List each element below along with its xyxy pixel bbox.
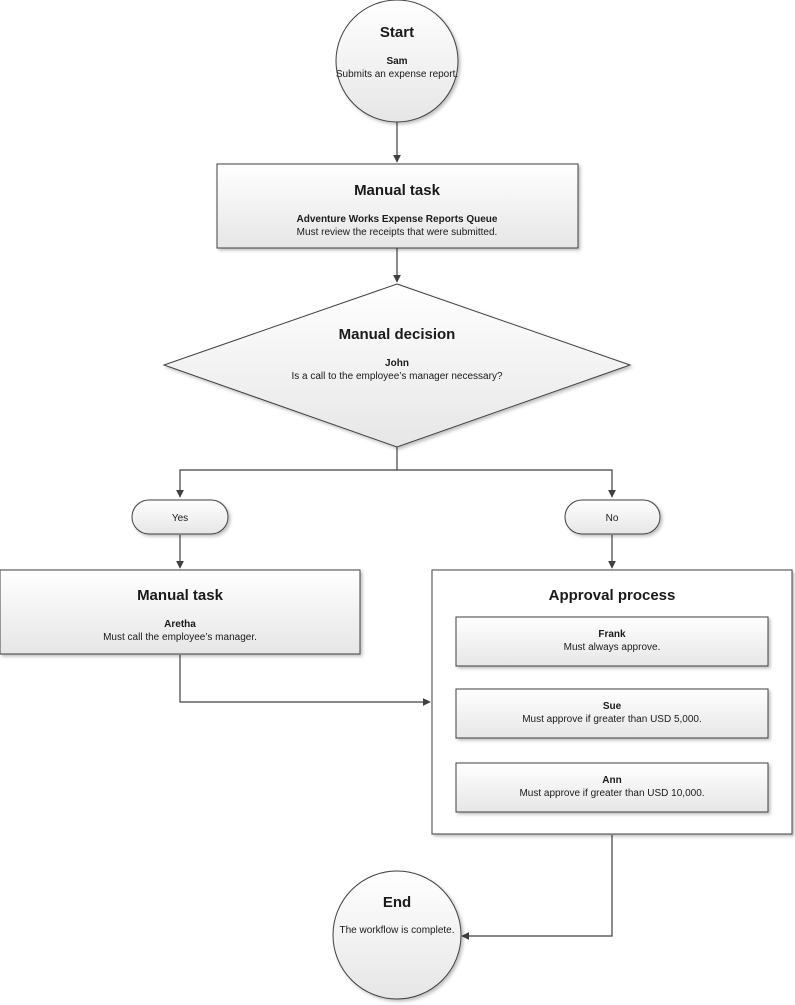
manual-task-call[interactable]: Manual task Aretha Must call the employe… — [0, 569, 361, 655]
approval-step-sue[interactable]: Sue Must approve if greater than USD 5,0… — [455, 688, 769, 739]
start-circle — [335, 0, 459, 123]
approval-process[interactable]: Approval process Frank Must always appro… — [431, 569, 793, 835]
start-title: Start — [380, 24, 414, 41]
approval-step-actor: Ann — [602, 775, 621, 786]
start-node[interactable]: Start Sam Submits an expense report. — [335, 0, 459, 123]
task-actor: Aretha — [164, 619, 196, 630]
start-description: Submits an expense report. — [336, 69, 458, 80]
task-box — [216, 163, 579, 249]
connector-approval-to-end — [461, 835, 613, 940]
task-description: Must call the employee’s manager. — [103, 632, 257, 643]
approval-step-description: Must always approve. — [564, 642, 661, 653]
end-description: The workflow is complete. — [339, 925, 454, 936]
branch-no-pill — [564, 499, 661, 535]
approval-step-ann[interactable]: Ann Must approve if greater than USD 10,… — [455, 762, 769, 813]
connector-decision-split — [176, 447, 398, 498]
decision-actor: John — [385, 358, 409, 369]
end-circle — [332, 870, 462, 1000]
manual-task-review[interactable]: Manual task Adventure Works Expense Repo… — [216, 163, 579, 249]
branch-yes-pill — [131, 499, 229, 535]
connector-decision-to-no — [397, 469, 616, 498]
branch-no-label: No — [606, 513, 619, 524]
approval-step-box — [455, 762, 769, 813]
task-description: Must review the receipts that were submi… — [297, 227, 498, 238]
approval-step-description: Must approve if greater than USD 5,000. — [522, 714, 702, 725]
approval-step-description: Must approve if greater than USD 10,000. — [519, 788, 704, 799]
approval-title: Approval process — [549, 587, 676, 604]
end-title: End — [383, 894, 411, 911]
approval-step-box — [455, 688, 769, 739]
task-box — [0, 569, 361, 655]
branch-yes[interactable]: Yes — [131, 499, 229, 535]
approval-step-frank[interactable]: Frank Must always approve. — [455, 616, 769, 667]
decision-title: Manual decision — [339, 326, 456, 343]
task-title: Manual task — [354, 182, 441, 199]
connectors — [176, 122, 616, 940]
end-node[interactable]: End The workflow is complete. — [332, 870, 462, 1000]
approval-step-actor: Frank — [598, 629, 626, 640]
start-actor: Sam — [386, 56, 407, 67]
manual-decision[interactable]: Manual decision John Is a call to the em… — [162, 283, 632, 448]
decision-diamond — [162, 283, 632, 448]
task-title: Manual task — [137, 587, 224, 604]
approval-step-actor: Sue — [603, 701, 622, 712]
task-actor: Adventure Works Expense Reports Queue — [297, 214, 498, 225]
decision-description: Is a call to the employee’s manager nece… — [291, 371, 502, 382]
approval-step-box — [455, 616, 769, 667]
branch-no[interactable]: No — [564, 499, 661, 535]
branch-yes-label: Yes — [172, 513, 188, 524]
connector-task-to-approval — [179, 655, 431, 706]
